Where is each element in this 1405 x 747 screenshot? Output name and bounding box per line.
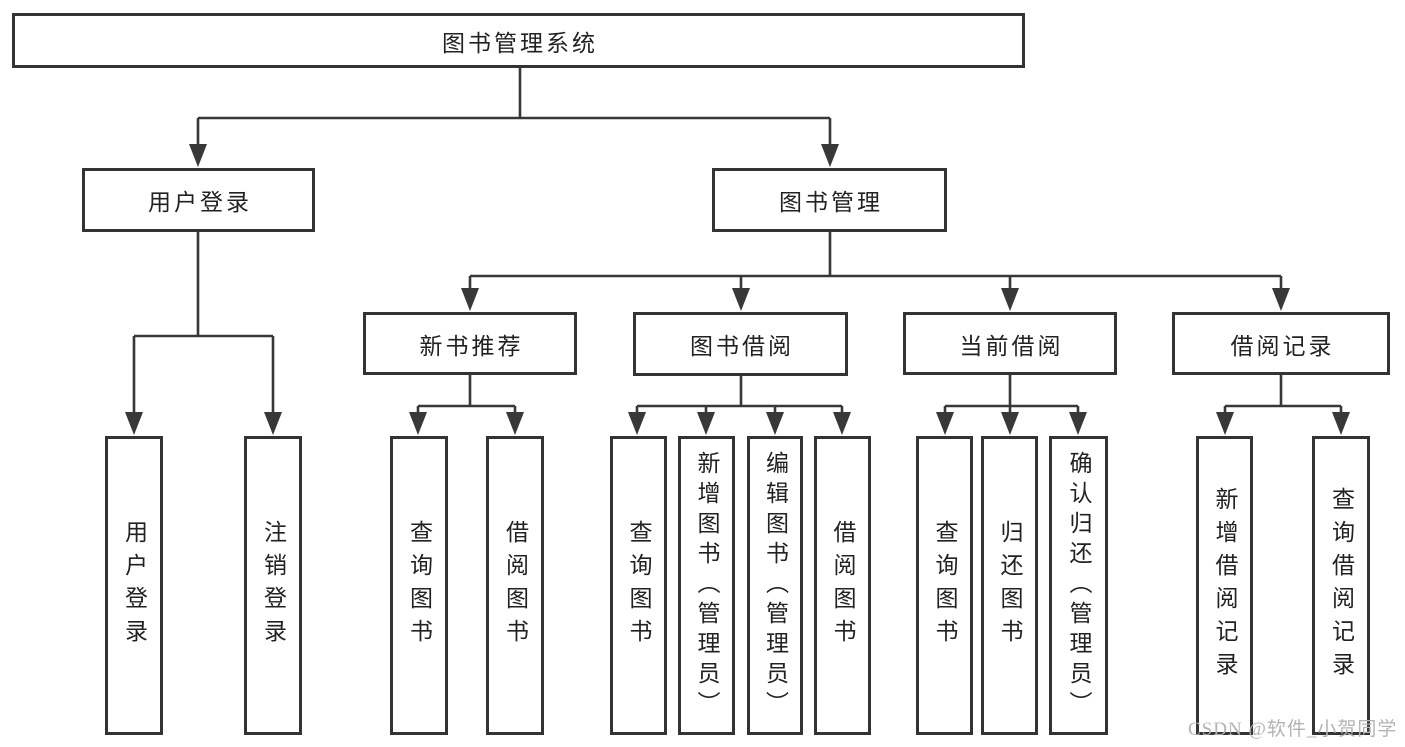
node-nb-query-books: 查询图书 [390, 436, 448, 735]
node-label: 新增图书（管理员） [694, 450, 719, 721]
watermark-text: CSDN @软件_小贺同学 [1188, 719, 1398, 740]
node-label: 借阅图书 [502, 519, 528, 652]
node-bb-add-books-admin: 新增图书（管理员） [678, 436, 735, 735]
node-label: 查询图书 [406, 519, 432, 652]
node-label: 借阅图书 [830, 519, 855, 652]
node-label: 确认归还（管理员） [1066, 450, 1091, 721]
node-library-management-system: 图书管理系统 [12, 13, 1025, 68]
node-user-login-leaf: 用户登录 [105, 436, 163, 735]
node-label: 查询借阅记录 [1328, 486, 1354, 685]
node-label: 查询图书 [932, 519, 957, 652]
node-label: 新书推荐 [419, 333, 524, 359]
node-label: 借阅记录 [1230, 333, 1335, 359]
node-cb-query-books: 查询图书 [916, 436, 973, 735]
node-label: 图书管理系统 [442, 30, 598, 56]
node-user-login: 用户登录 [82, 168, 315, 232]
node-cb-confirm-return-admin: 确认归还（管理员） [1049, 436, 1108, 735]
node-bb-borrow-books: 借阅图书 [814, 436, 871, 735]
node-logout: 注销登录 [244, 436, 302, 735]
node-label: 用户登录 [148, 190, 252, 215]
node-label: 归还图书 [997, 519, 1022, 652]
node-nb-borrow-books: 借阅图书 [486, 436, 544, 735]
node-borrowing-records: 借阅记录 [1172, 312, 1390, 375]
node-book-management: 图书管理 [712, 168, 947, 232]
node-new-book-recommend: 新书推荐 [363, 312, 577, 375]
node-label: 当前借阅 [959, 333, 1064, 359]
node-label: 图书管理 [779, 190, 883, 215]
node-br-add-record: 新增借阅记录 [1196, 436, 1253, 735]
connector-arrowheads [125, 144, 1350, 435]
node-bb-edit-books-admin: 编辑图书（管理员） [747, 436, 803, 735]
connector-lines [132, 68, 1343, 420]
node-bb-query-books: 查询图书 [610, 436, 667, 735]
node-label: 用户登录 [121, 519, 147, 652]
node-label: 新增借阅记录 [1212, 486, 1237, 685]
node-br-query-record: 查询借阅记录 [1312, 436, 1370, 735]
node-label: 编辑图书（管理员） [762, 450, 788, 721]
node-cb-return-books: 归还图书 [981, 436, 1038, 735]
node-book-borrowing: 图书借阅 [633, 312, 848, 376]
node-label: 图书借阅 [690, 334, 794, 359]
node-label: 查询图书 [626, 519, 651, 652]
node-label: 注销登录 [260, 519, 286, 652]
node-current-borrowing: 当前借阅 [903, 312, 1117, 375]
